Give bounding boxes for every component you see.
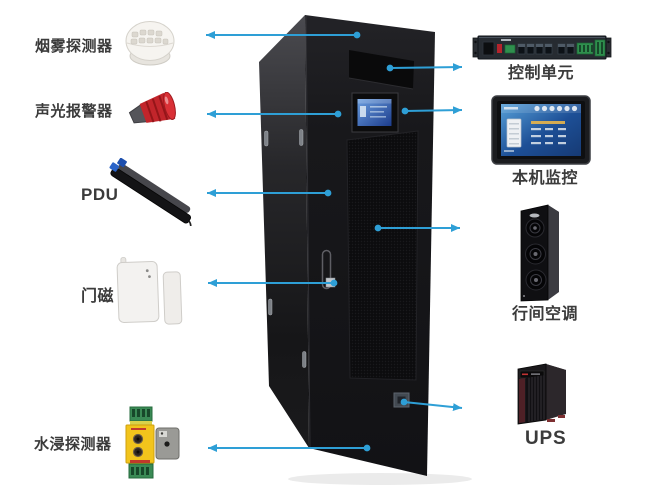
connector-control-unit	[389, 63, 463, 72]
smoke-detector-image	[125, 21, 175, 66]
cabinet-mesh-door	[346, 130, 419, 381]
cabinet-latches	[264, 129, 307, 368]
label-sound-light-alarm: 声光报警器	[35, 103, 113, 120]
label-pdu: PDU	[81, 185, 119, 204]
label-door-magnet: 门磁	[81, 288, 115, 305]
cabinet-edge	[305, 15, 311, 448]
cabinet-top-vent	[349, 50, 414, 89]
ups-image	[517, 363, 566, 425]
door-magnet-image	[116, 257, 183, 325]
water-leak-detector-image	[125, 406, 180, 479]
label-ups: UPS	[525, 428, 567, 449]
sound-light-alarm-image	[128, 92, 176, 124]
local-monitor-image	[491, 95, 591, 165]
control-unit-image	[472, 35, 612, 60]
connector-ups	[403, 401, 463, 412]
cabinet-shadow	[288, 473, 472, 485]
label-control-unit: 控制单元	[508, 65, 575, 82]
label-water-leak-detector: 水浸探测器	[34, 436, 112, 453]
cabinet-top-vent-edge	[348, 77, 414, 90]
cabinet-side-panel	[259, 15, 309, 448]
label-local-monitor: 本机监控	[512, 170, 579, 187]
row-air-conditioner-image	[520, 204, 559, 302]
connector-local-monitor	[404, 106, 463, 115]
cabinet-touchscreen	[351, 92, 399, 133]
label-row-air-conditioner: 行间空调	[512, 306, 579, 323]
label-smoke-detector: 烟雾探测器	[35, 38, 113, 55]
pdu-image	[109, 158, 192, 226]
